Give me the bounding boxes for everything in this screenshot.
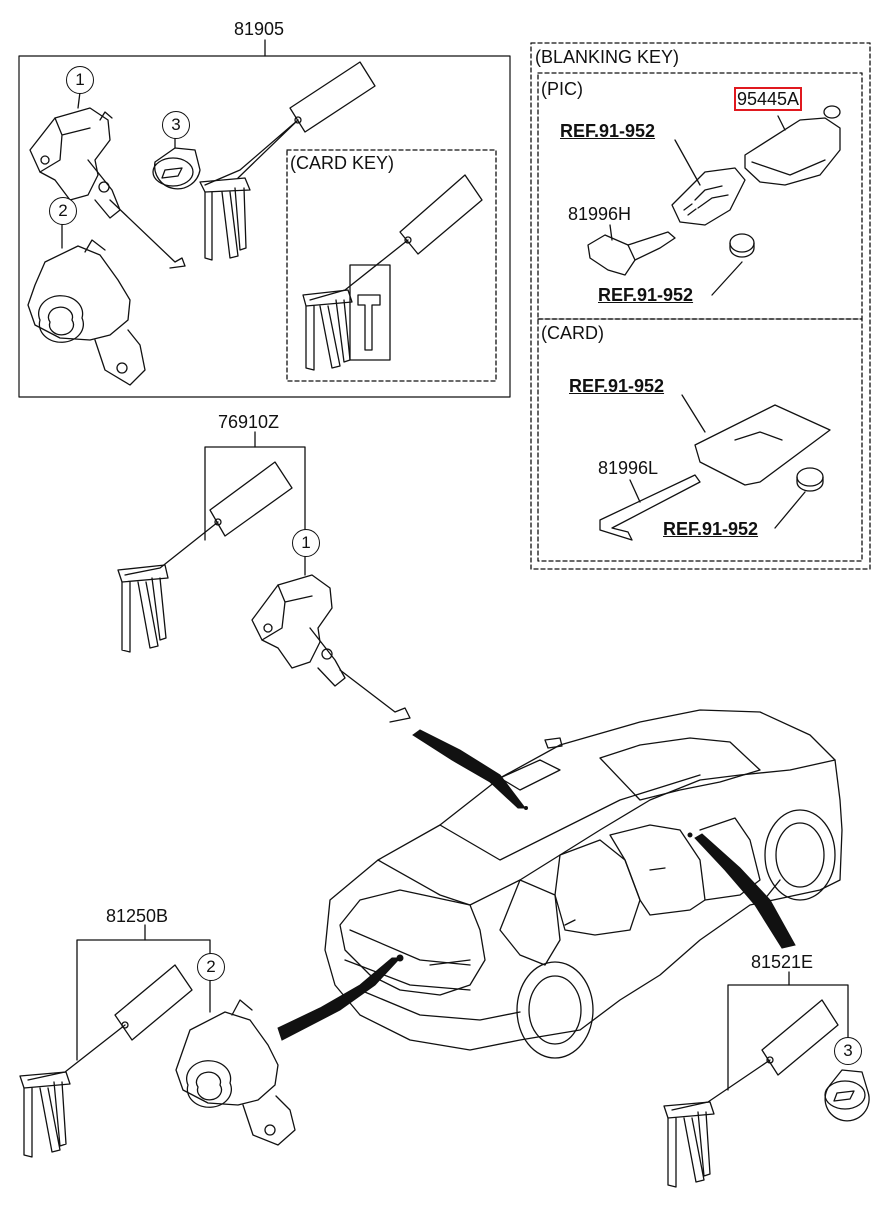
group-81250B xyxy=(19,924,296,1158)
label-76910Z: 76910Z xyxy=(218,412,280,432)
car-illustration xyxy=(324,709,843,1059)
arrow-trunk xyxy=(412,729,527,809)
label-81996L: 81996L xyxy=(598,458,659,478)
group-81521E xyxy=(663,971,870,1188)
callout-1-box: 1 xyxy=(66,66,94,94)
ref-label-card: REF.91-952 xyxy=(569,376,665,396)
group-label-card: (CARD) xyxy=(541,323,604,343)
box-81905 xyxy=(18,55,511,398)
box-card xyxy=(537,318,863,562)
door-cylinder-2 xyxy=(27,221,146,386)
callout-3-81521E: 3 xyxy=(834,1037,862,1065)
callout-2-box: 2 xyxy=(49,197,77,225)
battery-pic xyxy=(711,233,755,296)
label-81996H: 81996H xyxy=(568,204,632,224)
group-label-card-key: (CARD KEY) xyxy=(290,153,395,173)
ref-label-battery-pic: REF.91-952 xyxy=(598,285,694,305)
glovebox-cylinder-3 xyxy=(152,135,201,190)
key-set-81905 xyxy=(199,61,376,261)
group-76910Z xyxy=(117,431,411,723)
group-label-blanking-key: (BLANKING KEY) xyxy=(535,47,680,67)
fob-shell-95445A xyxy=(744,105,841,186)
ref-label-smart-key: REF.91-952 xyxy=(560,121,656,141)
label-95445A: 95445A xyxy=(733,87,803,111)
box-blanking-key xyxy=(530,42,871,570)
ref-label-battery-card: REF.91-952 xyxy=(663,519,759,539)
callout-1-76910Z: 1 xyxy=(292,529,320,557)
label-81521E: 81521E xyxy=(751,952,814,972)
ignition-cylinder-1 xyxy=(29,91,186,269)
label-81905: 81905 xyxy=(234,19,285,39)
mech-key-81996H xyxy=(587,224,676,276)
group-label-pic: (PIC) xyxy=(541,79,583,99)
battery-card xyxy=(774,467,824,529)
box-card-key xyxy=(286,149,497,382)
pointer-arrows xyxy=(277,729,796,1041)
smart-key xyxy=(671,139,746,226)
label-81250B: 81250B xyxy=(106,906,169,926)
key-set-card-key xyxy=(302,174,483,371)
box-pic xyxy=(537,72,863,320)
card-key xyxy=(681,394,831,486)
arrow-door xyxy=(694,833,796,949)
callout-2-81250B: 2 xyxy=(197,953,225,981)
callout-3-box: 3 xyxy=(162,111,190,139)
mech-key-81996L xyxy=(599,474,701,541)
